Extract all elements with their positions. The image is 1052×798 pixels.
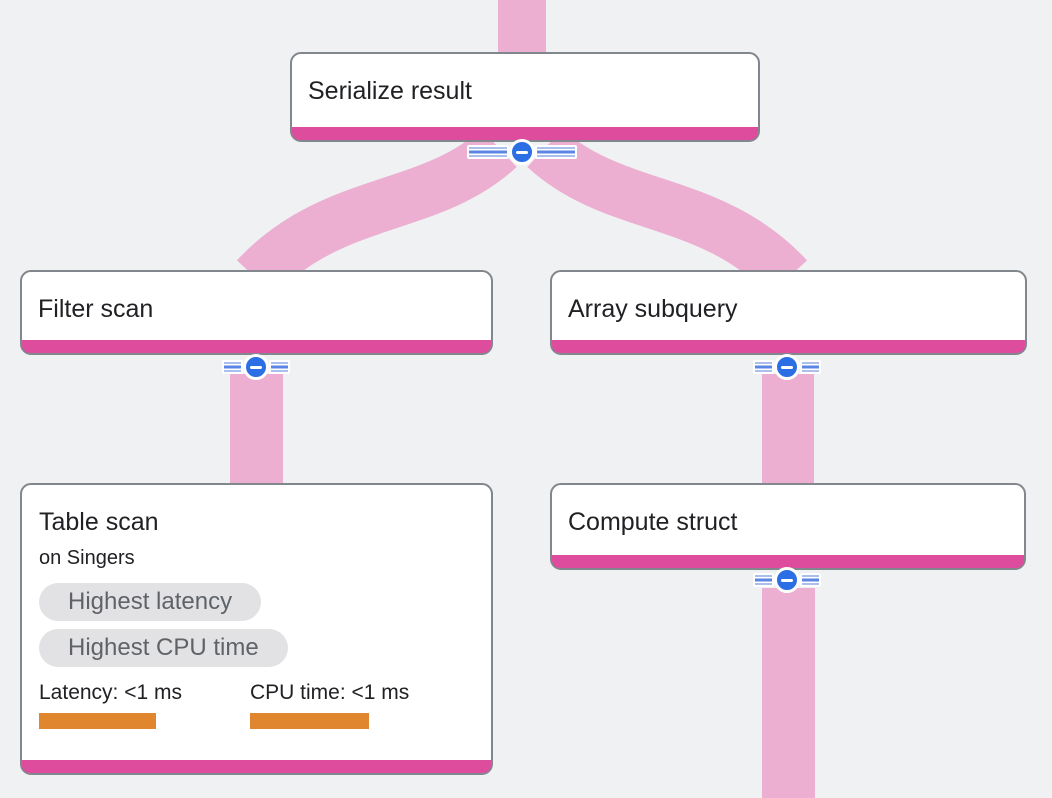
minus-circle-icon xyxy=(774,354,800,380)
plan-node-compute-struct[interactable]: Compute struct xyxy=(550,483,1026,570)
minus-circle-icon xyxy=(509,139,535,165)
stripes-icon xyxy=(800,360,821,374)
collapse-button-compute-struct[interactable] xyxy=(753,567,821,593)
node-title: Array subquery xyxy=(568,295,738,323)
node-title: Filter scan xyxy=(38,295,154,323)
minus-circle-icon xyxy=(243,354,269,380)
stripes-icon xyxy=(222,360,243,374)
edge-into-serialize-result xyxy=(498,0,546,58)
edge-serialize-to-filter-scan xyxy=(236,128,517,297)
metric-cpu-time: CPU time: <1 ms xyxy=(250,681,409,729)
stripes-icon xyxy=(753,360,774,374)
stripes-icon xyxy=(467,145,509,159)
collapse-button-serialize-result[interactable] xyxy=(467,139,577,165)
minus-glyph xyxy=(516,150,528,154)
metric-latency-label: Latency: <1 ms xyxy=(39,681,182,704)
minus-circle-icon xyxy=(774,567,800,593)
minus-glyph xyxy=(250,365,262,369)
edge-compute-struct-to-child xyxy=(762,588,815,798)
node-title: Table scan xyxy=(39,508,159,536)
collapse-button-array-subquery[interactable] xyxy=(753,354,821,380)
node-accent-bar xyxy=(292,127,758,140)
stripes-icon xyxy=(800,573,821,587)
node-accent-bar xyxy=(22,340,491,353)
collapse-button-filter-scan[interactable] xyxy=(222,354,290,380)
stripes-icon xyxy=(269,360,290,374)
edge-serialize-to-array-subquery xyxy=(527,128,808,297)
stripes-icon xyxy=(753,573,774,587)
plan-node-array-subquery[interactable]: Array subquery xyxy=(550,270,1027,355)
node-subtitle: on Singers xyxy=(39,547,135,569)
metric-cpu-time-bar xyxy=(250,713,369,729)
badge-highest-cpu-time: Highest CPU time xyxy=(39,629,288,667)
node-title: Compute struct xyxy=(568,508,738,536)
plan-node-table-scan[interactable]: Table scan on Singers Highest latency Hi… xyxy=(20,483,493,775)
edge-fork-notch xyxy=(507,158,537,194)
minus-glyph xyxy=(781,365,793,369)
node-accent-bar xyxy=(552,340,1025,353)
badge-list: Highest latency Highest CPU time xyxy=(39,583,474,667)
badge-highest-latency: Highest latency xyxy=(39,583,262,621)
stripes-icon xyxy=(535,145,577,159)
metrics-row: Latency: <1 ms CPU time: <1 ms xyxy=(39,681,474,729)
node-accent-bar xyxy=(552,555,1024,568)
node-accent-bar xyxy=(22,760,491,773)
plan-node-filter-scan[interactable]: Filter scan xyxy=(20,270,493,355)
metric-latency: Latency: <1 ms xyxy=(39,681,250,729)
edge-filter-scan-to-table-scan xyxy=(230,374,283,485)
metric-latency-bar xyxy=(39,713,156,729)
minus-glyph xyxy=(781,578,793,582)
node-title: Serialize result xyxy=(308,77,472,105)
edge-array-subquery-to-compute-struct xyxy=(762,374,814,485)
plan-node-serialize-result[interactable]: Serialize result xyxy=(290,52,760,142)
metric-cpu-time-label: CPU time: <1 ms xyxy=(250,681,410,704)
